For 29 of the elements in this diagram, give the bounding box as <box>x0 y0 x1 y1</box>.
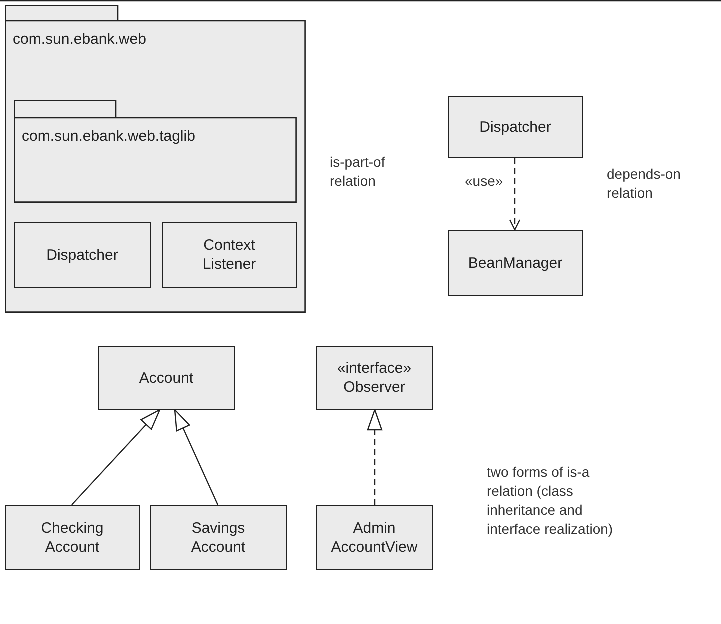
class-name: Observer <box>344 378 406 397</box>
class-name: Savings Account <box>190 518 247 556</box>
class-name: Context Listener <box>202 236 258 274</box>
class-box <box>448 96 583 158</box>
package-name: com.sun.ebank.web <box>13 31 146 48</box>
annotation-text: two forms of is-a relation (class inheritance and interface realization) <box>487 463 614 539</box>
class-box <box>316 346 433 410</box>
class-name: Admin AccountView <box>331 518 418 556</box>
class-box <box>14 222 151 288</box>
class-name: Dispatcher <box>480 118 552 136</box>
stereotype: «interface» <box>337 359 412 378</box>
class-name: Account <box>139 368 194 388</box>
class-box <box>316 505 433 570</box>
class-name: Checking Account <box>40 518 105 556</box>
class-box <box>150 505 287 570</box>
class-name: BeanManager <box>468 254 563 272</box>
dashed-arrow <box>509 158 521 231</box>
annotation-text: depends-on relation <box>607 165 682 203</box>
class-box <box>448 230 583 296</box>
class-box <box>5 505 140 570</box>
arrow <box>174 409 219 506</box>
package-name: com.sun.ebank.web.taglib <box>22 128 196 145</box>
class-box <box>98 346 235 410</box>
annotation-text: is-part-of relation <box>330 153 386 191</box>
package <box>5 5 306 313</box>
dashed-arrow <box>367 409 383 505</box>
arrow <box>72 409 161 506</box>
class-name: Dispatcher <box>46 246 118 264</box>
class-box <box>162 222 297 288</box>
